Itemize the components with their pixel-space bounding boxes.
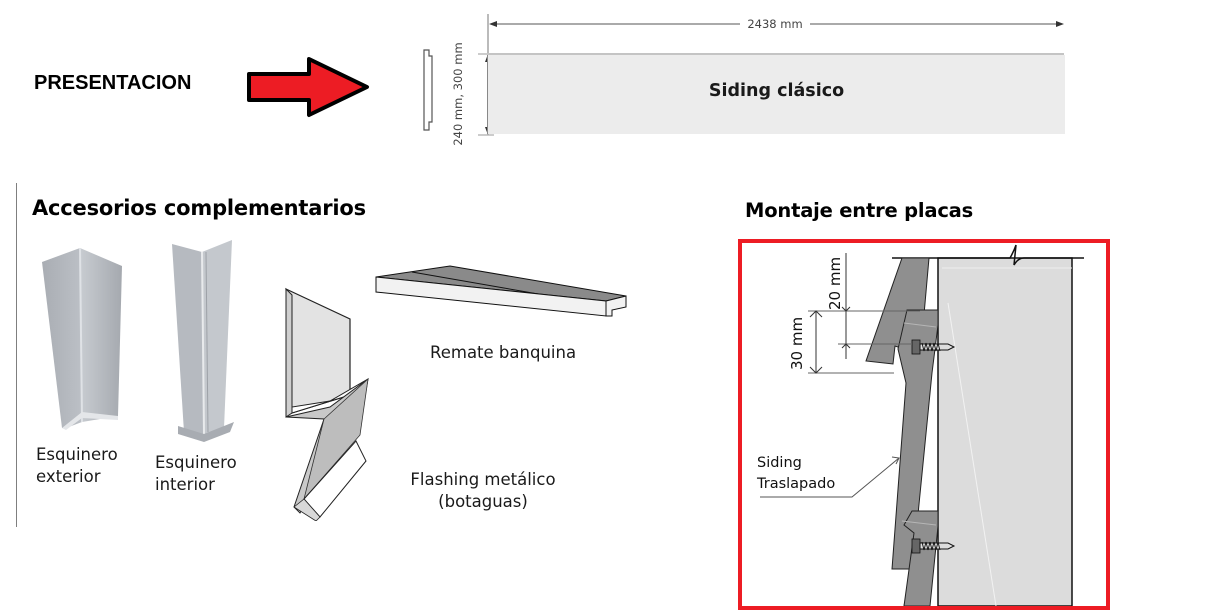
screw-bottom [911, 538, 956, 554]
label-line: (botaguas) [438, 492, 528, 511]
panel-length-label: 2438 mm [740, 17, 810, 31]
section-divider [16, 183, 17, 527]
label-line: interior [155, 475, 215, 494]
accessories-title: Accesorios complementarios [32, 196, 366, 220]
panel-top-edge [487, 53, 1064, 55]
label-line: Esquinero [36, 445, 118, 464]
esquinero-exterior-image [42, 248, 122, 430]
red-arrow-icon [247, 57, 369, 117]
flashing-metalico-image [285, 287, 369, 521]
break-line [892, 244, 1084, 266]
dimension-20mm-label: 20 mm [826, 256, 844, 310]
callout-line: Traslapado [757, 476, 836, 492]
siding-panel: Siding clásico [487, 55, 1065, 134]
panel-height-label: 240 mm, 300 mm [451, 42, 465, 146]
backing-board [937, 257, 1073, 606]
esquinero-interior-image [172, 240, 234, 442]
callout-line: Siding [757, 455, 802, 471]
label-line: exterior [36, 467, 101, 486]
length-dimension [487, 14, 1064, 54]
screw-top [911, 339, 956, 355]
label-line: Esquinero [155, 453, 237, 472]
mounting-diagram-frame [738, 239, 1110, 610]
mounting-diagram [760, 244, 1084, 606]
siding-profile-icon [423, 49, 433, 131]
remate-banquina-label: Remate banquina [430, 343, 577, 362]
presentation-title: PRESENTACION [34, 72, 192, 94]
remate-banquina-image [375, 265, 627, 317]
mounting-title: Montaje entre placas [745, 199, 974, 222]
dimension-30mm-label: 30 mm [788, 316, 806, 370]
esquinero-interior-label: Esquinero interior [155, 452, 237, 496]
siding-panel-label: Siding clásico [708, 81, 845, 101]
label-line: Flashing metálico [410, 470, 556, 489]
flashing-metalico-label: Flashing metálico (botaguas) [400, 469, 566, 513]
siding-callout-label: Siding Traslapado [757, 453, 835, 495]
esquinero-exterior-label: Esquinero exterior [36, 444, 118, 488]
